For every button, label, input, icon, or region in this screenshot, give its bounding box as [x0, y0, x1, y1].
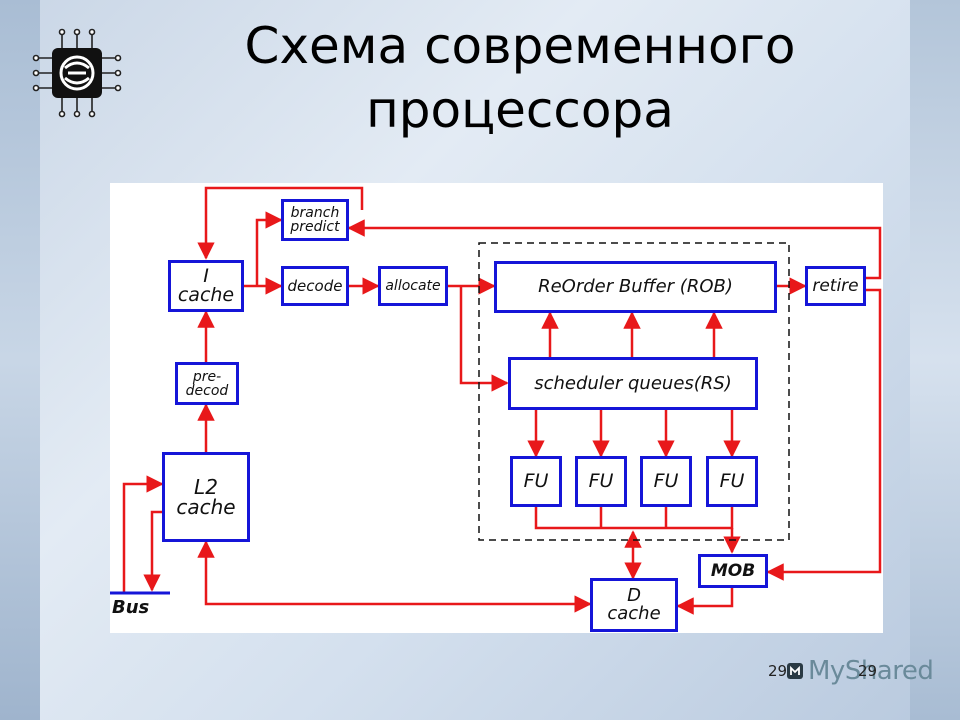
slide-title: Схема современного процессора [244, 17, 796, 139]
fu-block-3: FU [640, 456, 692, 507]
fu-block-1: FU [510, 456, 562, 507]
scheduler-queues-block: scheduler queues(RS) [508, 357, 758, 410]
retire-block: retire [805, 266, 866, 306]
branch-predict-block: branch predict [281, 199, 349, 241]
l2-cache-block: L2 cache [162, 452, 250, 542]
decode-block: decode [281, 266, 349, 306]
fu-block-2: FU [575, 456, 627, 507]
background-left-strip [0, 0, 40, 720]
fu-block-4: FU [706, 456, 758, 507]
allocate-block: allocate [378, 266, 448, 306]
i-cache-block: I cache [168, 260, 244, 312]
slide-number-overlay: 29 [858, 662, 878, 680]
d-cache-block: D cache [590, 578, 678, 632]
reorder-buffer-block: ReOrder Buffer (ROB) [494, 261, 777, 313]
mob-block: MOB [698, 554, 768, 588]
bus-label: Bus [112, 597, 150, 618]
myshared-logo-icon [787, 663, 803, 679]
background-right-strip [910, 0, 960, 720]
watermark-brand: MyShared [808, 656, 934, 686]
chip-logo-icon [32, 28, 122, 118]
slide-number: 29 [768, 662, 788, 680]
pre-decod-block: pre- decod [175, 362, 239, 405]
